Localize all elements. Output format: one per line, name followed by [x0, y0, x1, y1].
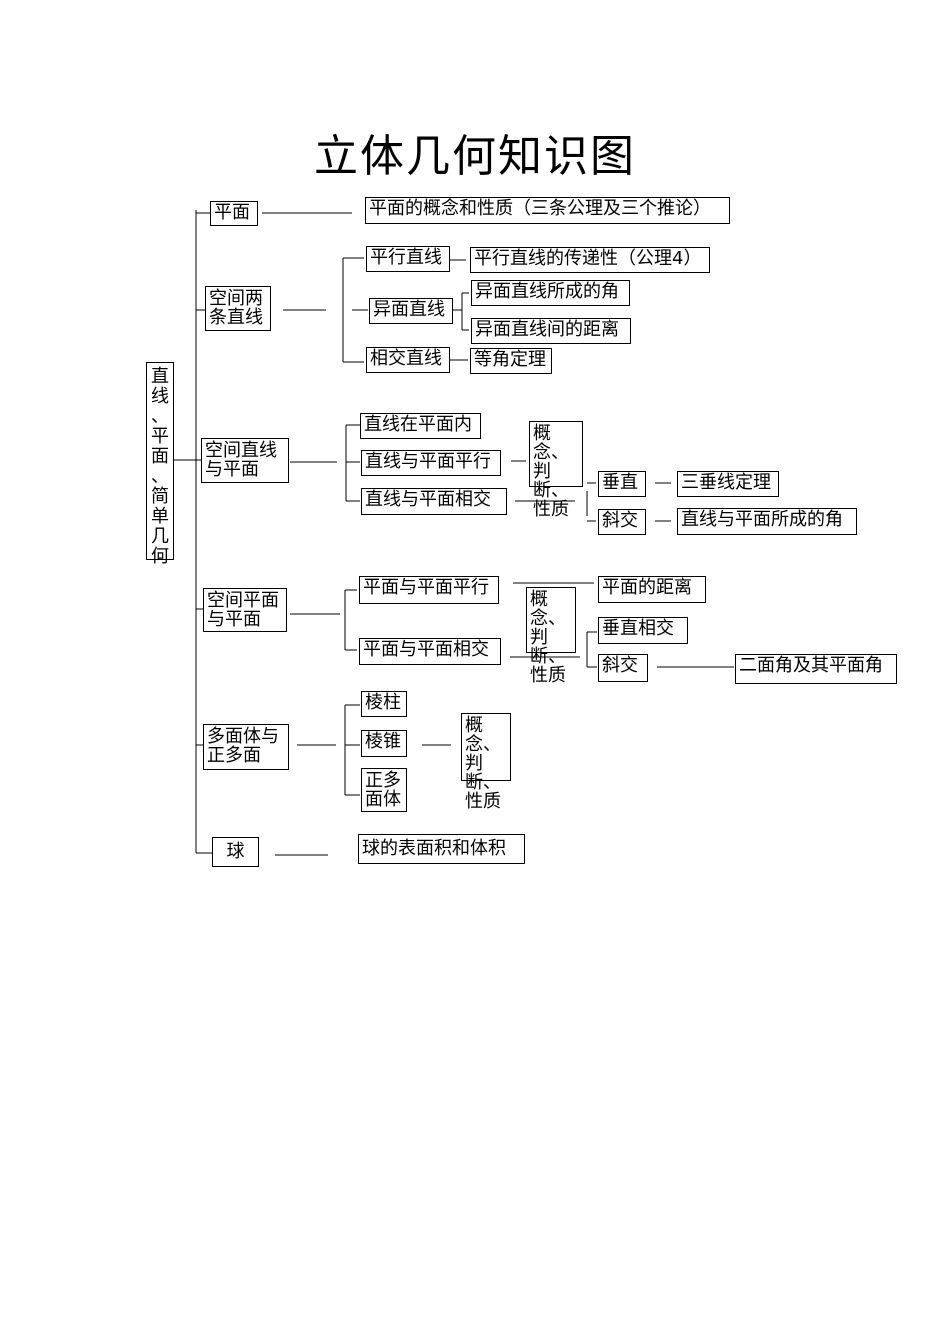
- node-parallel-transitivity: 平行直线的传递性（公理4）: [470, 247, 710, 273]
- node-line-plane-intersect: 直线与平面相交: [361, 488, 507, 515]
- node-line-and-plane: 空间直线 与平面: [201, 438, 289, 483]
- node-three-perpendiculars-theorem: 三垂线定理: [677, 471, 779, 497]
- root-topic-box: 直 线 、 平 面 、 简 单 几 何: [146, 362, 174, 567]
- node-skew-angle: 异面直线所成的角: [471, 280, 630, 306]
- node-dihedral-angle: 二面角及其平面角: [735, 654, 897, 684]
- node-regular-polyhedron: 正多 面体: [361, 768, 407, 812]
- node-pyramid: 棱锥: [361, 730, 407, 757]
- node-perpendicular: 垂直: [598, 471, 646, 497]
- node-plane-and-plane: 空间平面 与平面: [203, 588, 287, 632]
- node-plane-plane-intersect: 平面与平面相交: [359, 638, 501, 665]
- node-line-plane-angle: 直线与平面所成的角: [677, 508, 857, 535]
- node-concept-box: 概念、 判断、 性质: [526, 587, 576, 685]
- node-intersecting-lines: 相交直线: [366, 347, 450, 373]
- node-sphere: 球: [212, 837, 259, 867]
- node-plane: 平面: [210, 201, 258, 226]
- node-plane-detail: 平面的概念和性质（三条公理及三个推论）: [365, 197, 730, 224]
- diagram-title: 立体几何知识图: [314, 131, 636, 182]
- node-line-plane-parallel: 直线与平面平行: [361, 450, 501, 476]
- node-prism: 棱柱: [361, 691, 407, 717]
- node-concept-box: 概念、 判断、 性质: [529, 421, 583, 519]
- node-plane-plane-parallel: 平面与平面平行: [359, 576, 499, 604]
- node-parallel-lines: 平行直线: [366, 246, 450, 272]
- node-plane-distance: 平面的距离: [598, 576, 706, 603]
- node-sphere-area-volume: 球的表面积和体积: [358, 834, 525, 864]
- node-skew-lines: 异面直线: [369, 298, 453, 324]
- node-concept-box: 概念、 判断、 性质: [461, 713, 511, 811]
- node-oblique: 斜交: [598, 509, 646, 535]
- node-skew-distance: 异面直线间的距离: [471, 318, 631, 344]
- node-line-in-plane: 直线在平面内: [360, 413, 481, 439]
- node-two-lines: 空间两 条直线: [205, 286, 271, 331]
- node-oblique: 斜交: [598, 654, 648, 682]
- node-equal-angle-theorem: 等角定理: [470, 348, 552, 374]
- node-perpendicular-intersect: 垂直相交: [598, 617, 688, 644]
- node-polyhedron: 多面体与 正多面: [203, 724, 289, 770]
